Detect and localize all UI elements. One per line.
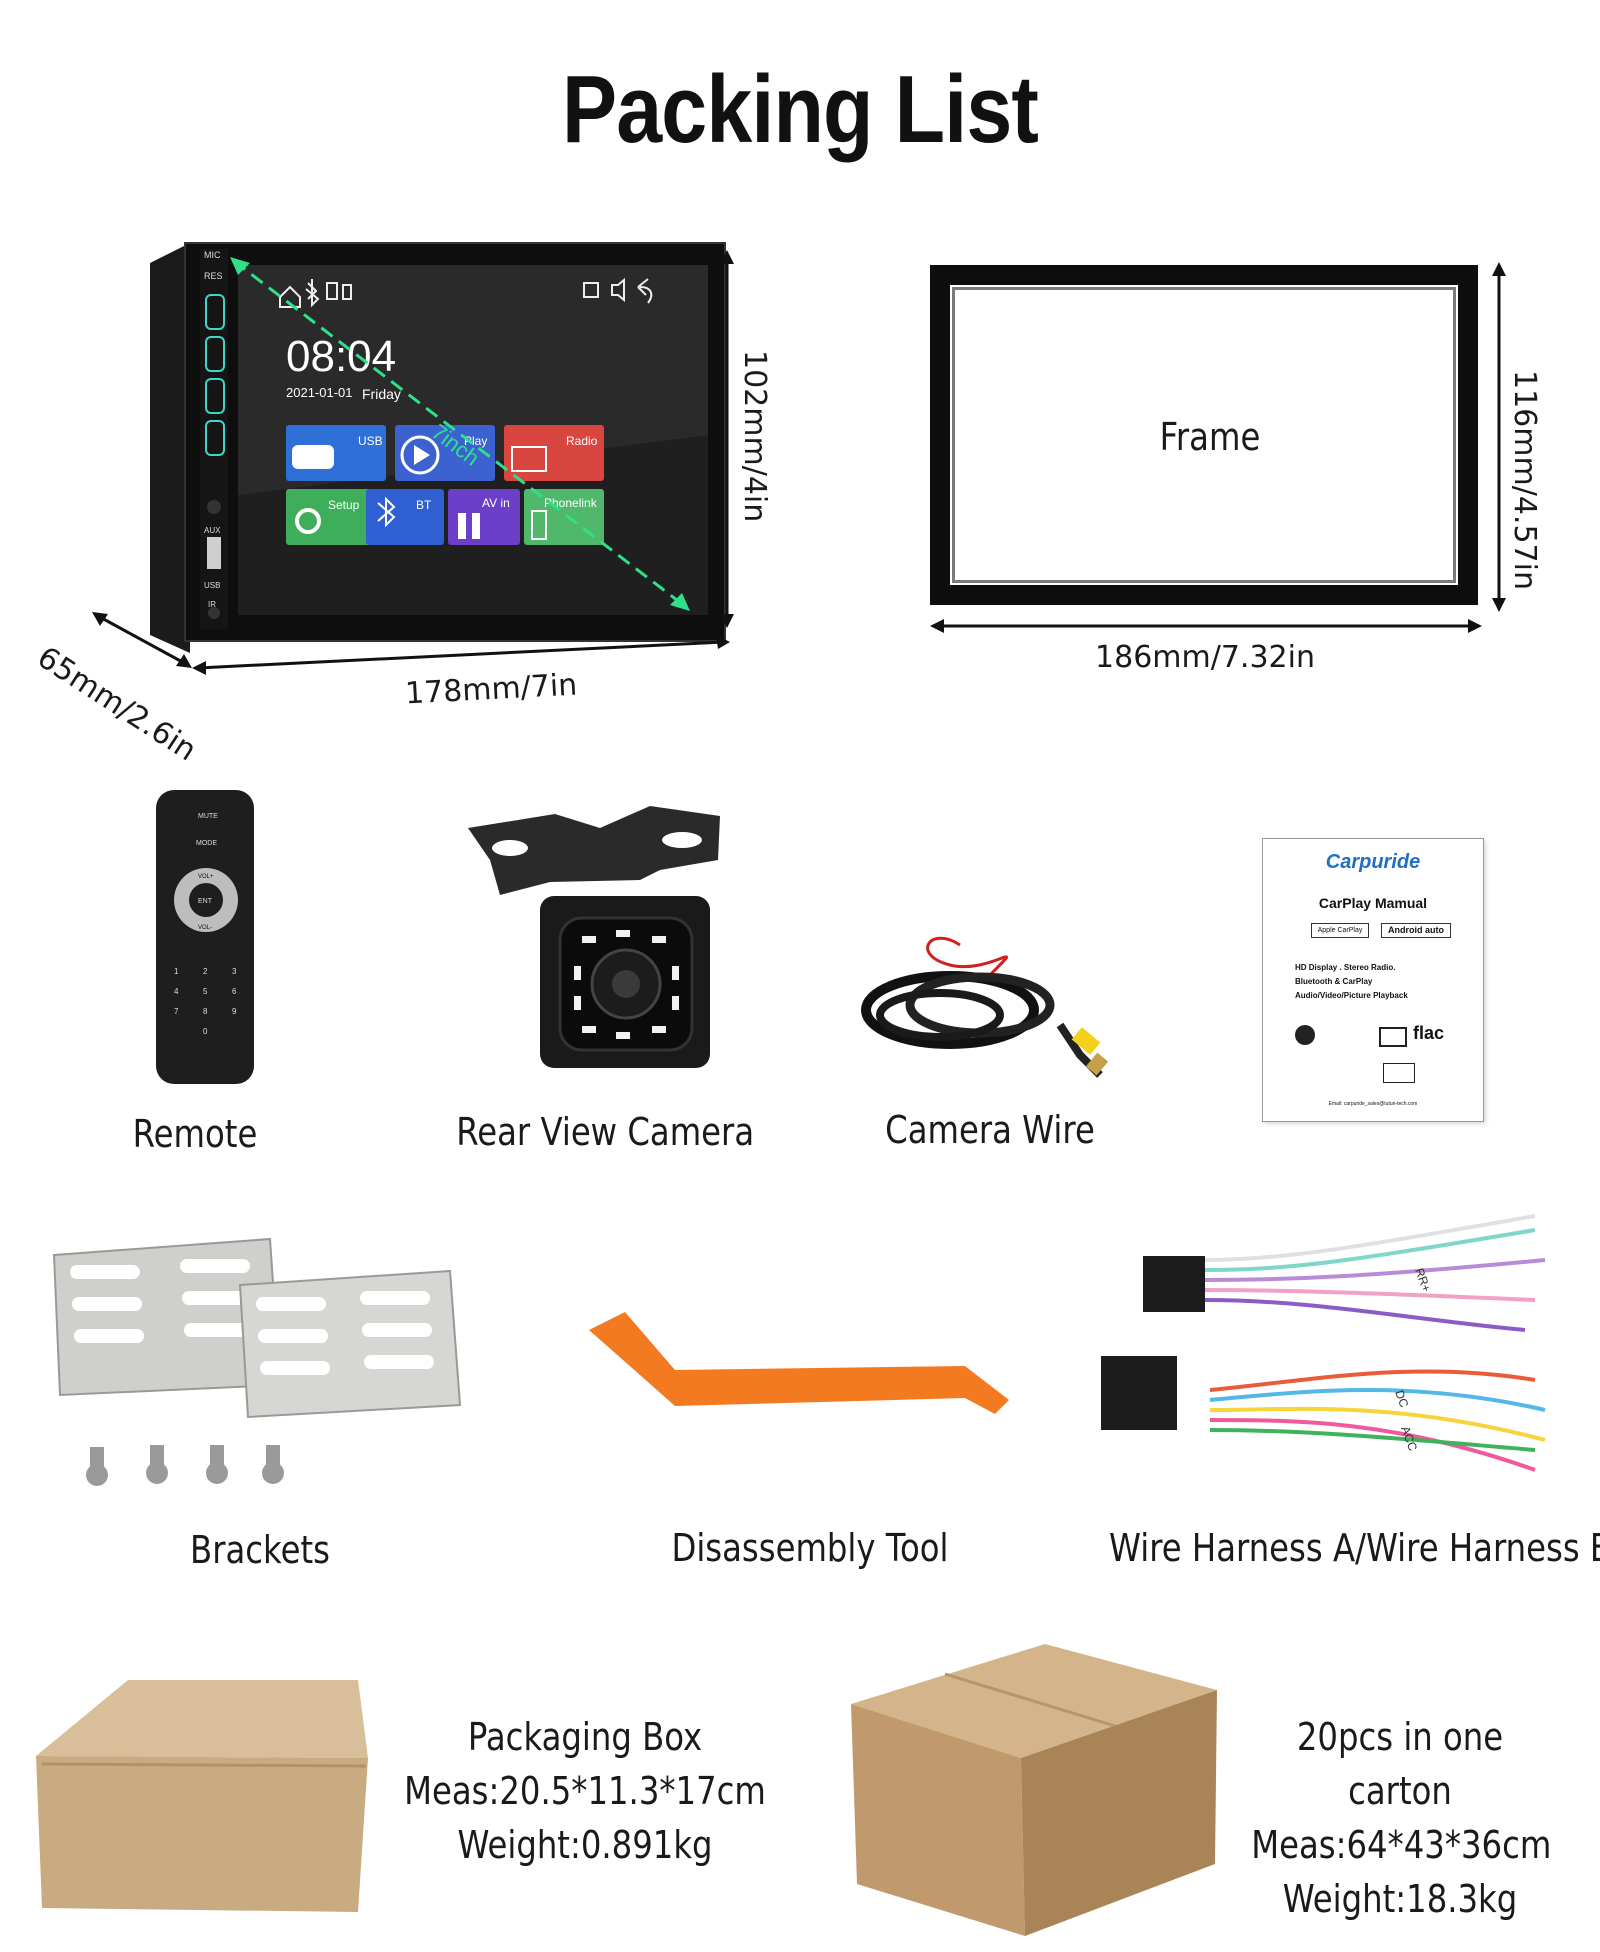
manual-flac: flac xyxy=(1413,1023,1445,1043)
car-stereo-image: MIC RES AUX USB IR 08:04 2021-01-01 Frid… xyxy=(150,242,726,653)
carton-title: 20pcs in one carton xyxy=(1296,1715,1504,1813)
manual-carplay-icon xyxy=(1383,1063,1415,1083)
carton-meas: Meas:64*43*36cm xyxy=(1251,1823,1552,1867)
manual-feature-1: HD Display . Stereo Radio. xyxy=(1295,963,1396,972)
stereo-depth-arrow xyxy=(92,612,192,668)
manual-badge-android: Android auto xyxy=(1381,923,1451,938)
frame-width-arrow xyxy=(930,619,1482,633)
remote-key-7: 7 xyxy=(174,1007,179,1016)
diagonal-arrow xyxy=(233,259,687,609)
manual-feature-2: Bluetooth & CarPlay xyxy=(1295,977,1373,986)
remote-key-5: 5 xyxy=(203,987,208,996)
tile-phonelink-label: Phonelink xyxy=(544,496,598,510)
mic-label: MIC xyxy=(204,250,221,260)
packaging-box-title: Packaging Box xyxy=(467,1715,703,1759)
frame-width-dim: 186mm/7.32in xyxy=(1095,640,1315,675)
remote-ent-key: ENT xyxy=(198,898,213,905)
wire-harness-image: RR+ DC ACC xyxy=(1101,1214,1546,1472)
packaging-box-weight: Weight:0.891kg xyxy=(457,1823,713,1867)
tile-usb-label: USB xyxy=(358,434,383,448)
aux-label: AUX xyxy=(204,526,221,535)
usb-port xyxy=(207,537,221,569)
remote-voldown-key: VOL- xyxy=(198,925,212,931)
carton-image xyxy=(851,1644,1217,1936)
harness-tag-dc: DC xyxy=(1392,1388,1411,1409)
status-icons xyxy=(279,277,653,308)
carton-info: 20pcs in one carton Meas:64*43*36cm Weig… xyxy=(1251,1710,1552,1926)
brackets-label: Brackets xyxy=(190,1528,330,1572)
frame-label: Frame xyxy=(1159,415,1261,459)
packaging-box-meas: Meas:20.5*11.3*17cm xyxy=(404,1769,766,1813)
manual-radio-icon xyxy=(1379,1027,1407,1047)
tile-radio-label: Radio xyxy=(566,434,598,448)
manual-brand: Carpuride xyxy=(1325,851,1421,873)
res-label: RES xyxy=(204,271,223,281)
stereo-height-arrow xyxy=(720,250,734,628)
remote-key-1: 1 xyxy=(174,967,179,976)
tile-bt-label: BT xyxy=(416,498,432,512)
manual-email: Email: carpuride_sales@tutun-tech.com xyxy=(1328,1101,1418,1107)
manual-image: Carpuride CarPlay Mamual Apple CarPlay A… xyxy=(1262,838,1484,1122)
rear-camera-label: Rear View Camera xyxy=(456,1110,755,1154)
wire-harness-label: Wire Harness A/Wire Harness B xyxy=(1109,1526,1600,1570)
remote-key-0: 0 xyxy=(203,1027,208,1036)
disassembly-tool-label: Disassembly Tool xyxy=(671,1526,949,1570)
brackets-image xyxy=(52,1237,462,1486)
ir-label: IR xyxy=(208,600,216,609)
rear-camera-image xyxy=(468,806,720,1068)
packaging-box-image xyxy=(36,1680,368,1912)
usb-label: USB xyxy=(204,581,220,590)
camera-wire-image xyxy=(861,936,1109,1078)
manual-badge-apple: Apple CarPlay xyxy=(1311,923,1369,938)
frame-image xyxy=(930,265,1478,605)
tile-setup-label: Setup xyxy=(328,498,360,512)
remote-key-9: 9 xyxy=(232,1007,237,1016)
disassembly-tool-image xyxy=(589,1312,1009,1414)
page-title: Packing List xyxy=(561,56,1039,163)
remote-key-3: 3 xyxy=(232,967,237,976)
remote-key-6: 6 xyxy=(232,987,237,996)
manual-title: CarPlay Mamual xyxy=(1318,895,1428,911)
camera-wire-label: Camera Wire xyxy=(885,1108,1095,1152)
packaging-box-info: Packaging Box Meas:20.5*11.3*17cm Weight… xyxy=(402,1710,768,1872)
remote-image: MUTE MODE ENT VOL+ VOL- 1 2 3 4 5 6 7 8 … xyxy=(156,790,254,1084)
tile-avin-label: AV in xyxy=(482,496,510,510)
date: 2021-01-01 xyxy=(286,385,353,400)
remote-volup-key: VOL+ xyxy=(198,874,214,880)
frame-height-dim: 116mm/4.57in xyxy=(1507,370,1542,590)
stereo-width-arrow xyxy=(192,635,730,675)
remote-key-4: 4 xyxy=(174,987,179,996)
manual-feature-3: Audio/Video/Picture Playback xyxy=(1295,991,1408,1000)
carton-weight: Weight:18.3kg xyxy=(1282,1877,1518,1921)
stereo-height-dim: 102mm/4in xyxy=(737,350,772,523)
manual-bluetooth-icon xyxy=(1295,1025,1315,1045)
tile-play-label: Play xyxy=(464,434,487,448)
day: Friday xyxy=(362,386,401,402)
frame-height-arrow xyxy=(1492,262,1506,612)
aux-port xyxy=(207,500,221,514)
remote-mode-key: MODE xyxy=(196,840,217,847)
remote-label: Remote xyxy=(132,1112,258,1156)
app-tiles: USB Play Radio Setup BT AV in Phonelink xyxy=(286,425,604,545)
remote-mute-key: MUTE xyxy=(198,813,218,820)
remote-key-8: 8 xyxy=(203,1007,208,1016)
touch-buttons xyxy=(205,294,225,456)
remote-key-2: 2 xyxy=(203,967,208,976)
